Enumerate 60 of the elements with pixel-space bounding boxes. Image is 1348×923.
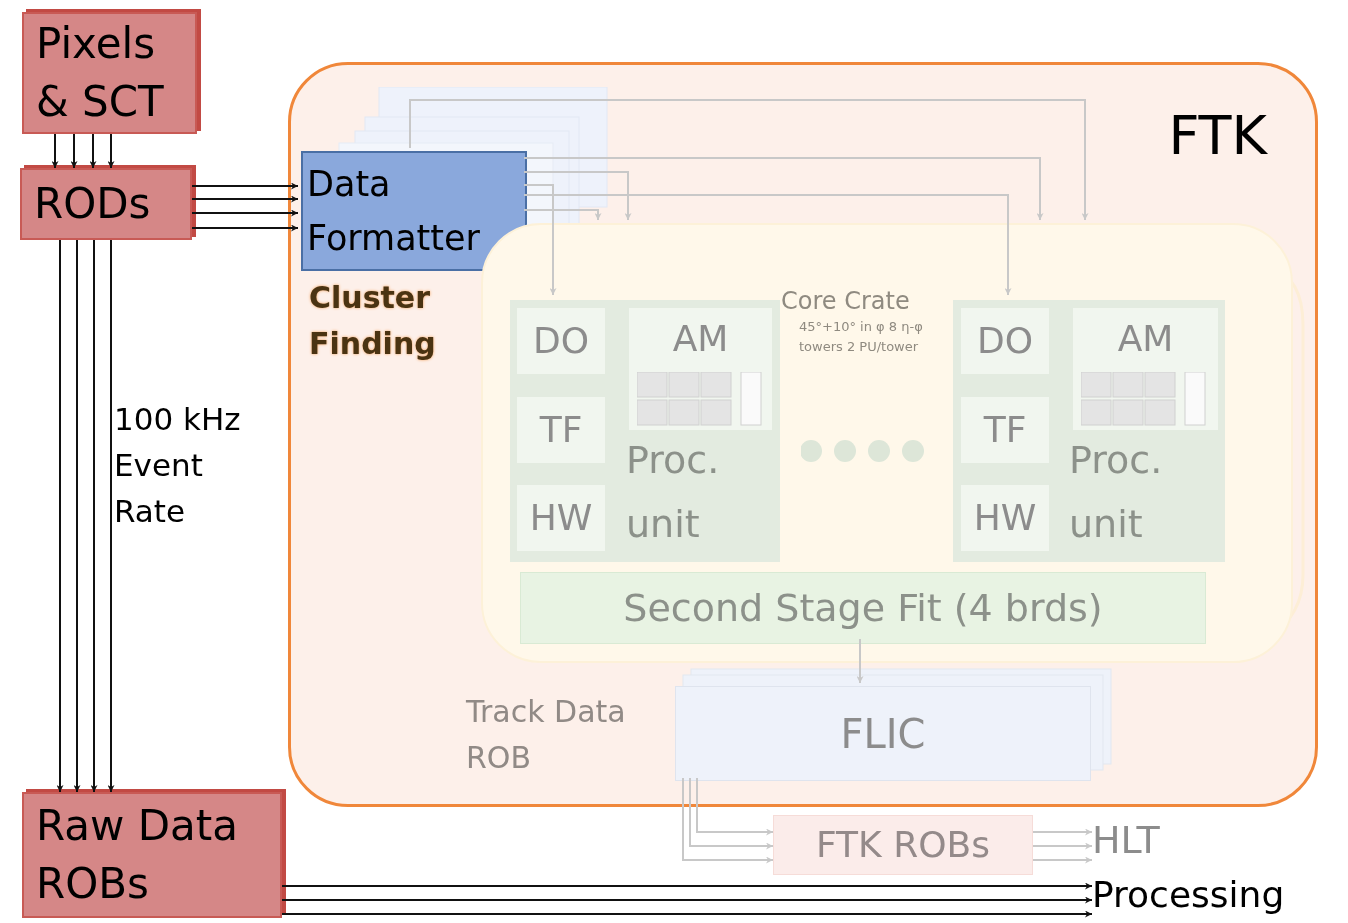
node-label: TF [539, 408, 583, 452]
arrow [89, 133, 97, 169]
node-label: TF [983, 408, 1027, 452]
processing-unit-box [510, 300, 780, 562]
system-panel [288, 62, 1318, 807]
node-label: FTK ROBs [816, 823, 990, 867]
processing-unit-box [953, 300, 1225, 562]
arrow [51, 133, 59, 169]
arrow [73, 239, 81, 793]
side-caption: Cluster Finding [309, 279, 437, 363]
side-caption: Track Data ROB [466, 693, 627, 777]
node-label: FLIC [840, 709, 926, 759]
node-label: Core Crate [781, 286, 910, 317]
arrow [107, 239, 115, 793]
arrow [191, 182, 299, 190]
arrow [1032, 842, 1093, 850]
node-label: Proc. unit [626, 437, 721, 548]
node-label: Data Formatter [307, 163, 481, 260]
arrow [409, 99, 1089, 221]
arrow [856, 638, 864, 684]
node-label: Raw Data ROBs [36, 800, 239, 910]
arrow [689, 777, 774, 850]
arrow [523, 157, 1044, 221]
node-label: RODs [34, 178, 152, 230]
module-box [629, 308, 772, 430]
arrow [107, 133, 115, 169]
node-note: 45°+10° in φ 8 η-φ towers 2 PU/tower [799, 318, 924, 356]
arrow [191, 209, 299, 217]
node-label: FTK [1168, 103, 1267, 169]
board-box [520, 572, 1206, 644]
node-label: AM [1117, 317, 1174, 361]
arrow [523, 171, 632, 221]
process-box [773, 815, 1033, 875]
node-label: Processing [1092, 873, 1285, 917]
arrow [90, 239, 98, 793]
arrow [682, 777, 774, 864]
arrow [70, 133, 78, 169]
arrow [281, 882, 1093, 890]
arrow [523, 194, 1012, 296]
arrow [1032, 828, 1093, 836]
node-label: Pixels & SCT [36, 18, 165, 128]
arrow [191, 195, 299, 203]
arrow [281, 896, 1093, 904]
arrow [56, 239, 64, 793]
node-label: DO [532, 319, 590, 363]
node-label: AM [672, 317, 729, 361]
node-label: HW [973, 496, 1037, 540]
node-label: HLT [1092, 816, 1160, 864]
arrow [191, 224, 299, 232]
crate-panel [481, 223, 1293, 663]
arrow [523, 184, 557, 296]
node-label: DO [976, 319, 1034, 363]
arrow [523, 209, 602, 221]
node-label: Proc. unit [1069, 437, 1164, 548]
arrow [1032, 856, 1093, 864]
module-box [1073, 308, 1218, 430]
node-label: HW [529, 496, 593, 540]
arrow [696, 777, 774, 836]
node-label: Second Stage Fit (4 brds) [623, 584, 1103, 632]
arrow [281, 910, 1093, 918]
